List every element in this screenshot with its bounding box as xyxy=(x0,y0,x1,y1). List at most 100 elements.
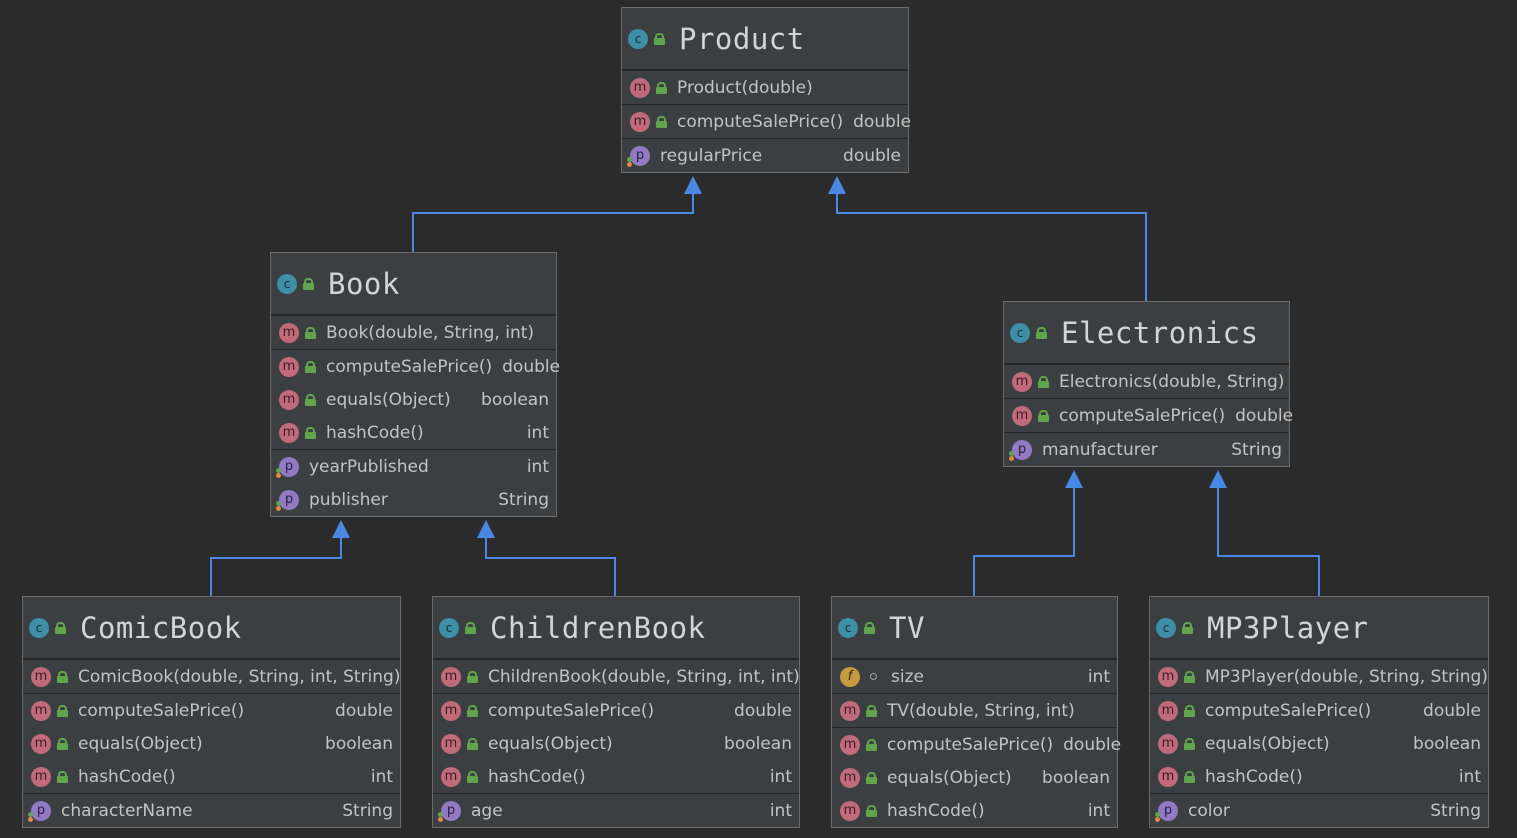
class-icon: c xyxy=(277,273,297,294)
member-type: boolean xyxy=(325,733,393,754)
public-lock-icon xyxy=(656,115,667,128)
public-lock-icon xyxy=(1184,670,1195,683)
method-icon: m xyxy=(1012,371,1032,392)
property-icon: p xyxy=(1009,439,1032,461)
method-row[interactable]: m computeSalePrice() double xyxy=(433,694,799,727)
class-header[interactable]: c Book xyxy=(271,253,556,315)
member-label: hashCode() xyxy=(887,800,985,821)
member-type: boolean xyxy=(1042,767,1110,788)
constructor-row[interactable]: m ChildrenBook(double, String, int, int) xyxy=(433,660,800,693)
member-type: String xyxy=(1430,800,1481,821)
method-icon: m xyxy=(1158,766,1178,787)
member-type: int xyxy=(769,800,792,821)
member-label: equals(Object) xyxy=(326,389,451,410)
method-icon: m xyxy=(279,356,299,377)
method-icon: m xyxy=(441,666,461,687)
class-header[interactable]: c ComicBook xyxy=(23,597,400,659)
class-header[interactable]: c TV xyxy=(832,597,1117,659)
public-lock-icon xyxy=(864,621,875,634)
public-lock-icon xyxy=(467,770,478,783)
property-icon: p xyxy=(28,800,51,822)
member-label: ChildrenBook(double, String, int, int) xyxy=(488,666,800,687)
class-name: TV xyxy=(889,610,925,645)
member-label: computeSalePrice() xyxy=(488,700,655,721)
member-label: size xyxy=(891,666,924,687)
member-label: computeSalePrice() xyxy=(326,356,493,377)
class-childrenbook[interactable]: c ChildrenBook m ChildrenBook(double, Str… xyxy=(432,596,800,828)
public-lock-icon xyxy=(1184,737,1195,750)
member-type: double xyxy=(843,145,901,166)
member-type: double xyxy=(335,700,393,721)
member-type: int xyxy=(1458,766,1481,787)
method-icon: m xyxy=(31,666,51,687)
link-comicbook-to-book xyxy=(210,532,342,596)
member-label: Book(double, String, int) xyxy=(326,322,535,343)
public-lock-icon xyxy=(305,393,316,406)
public-lock-icon xyxy=(1182,621,1193,634)
member-type: int xyxy=(1087,666,1110,687)
method-icon: m xyxy=(31,700,51,721)
method-icon: m xyxy=(441,700,461,721)
arrowhead-electronics-left xyxy=(1065,470,1083,488)
class-header[interactable]: c ChildrenBook xyxy=(433,597,799,659)
member-type: String xyxy=(498,489,549,510)
public-lock-icon xyxy=(57,770,68,783)
class-header[interactable]: c Electronics xyxy=(1004,302,1289,364)
class-header[interactable]: c Product xyxy=(622,8,908,70)
public-lock-icon xyxy=(467,670,478,683)
package-private-icon xyxy=(870,673,877,680)
member-type: double xyxy=(734,700,792,721)
method-icon: m xyxy=(279,389,299,410)
member-type: double xyxy=(1423,700,1481,721)
class-header[interactable]: c MP3Player xyxy=(1150,597,1488,659)
arrowhead-product-left xyxy=(684,176,702,194)
member-label: hashCode() xyxy=(488,766,586,787)
public-lock-icon xyxy=(1184,704,1195,717)
